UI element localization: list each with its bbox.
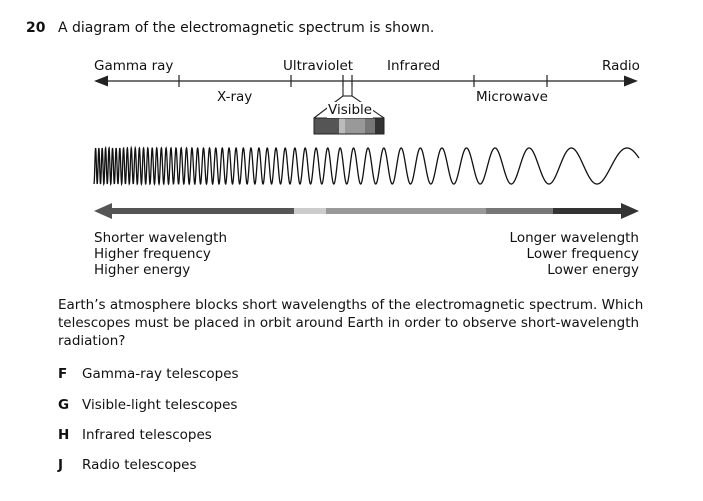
choice-text: Visible-light telescopes bbox=[82, 397, 238, 413]
choice-letter: H bbox=[58, 427, 70, 443]
left-desc-frequency: Higher frequency bbox=[94, 246, 211, 262]
question-stem: A diagram of the electromagnetic spectru… bbox=[58, 20, 435, 36]
choice-letter: G bbox=[58, 397, 70, 413]
visible-callout bbox=[313, 87, 385, 135]
question-passage: Earth’s atmosphere blocks short waveleng… bbox=[58, 297, 644, 349]
right-desc-energy: Lower energy bbox=[547, 262, 639, 278]
choice-text: Radio telescopes bbox=[82, 457, 197, 473]
choice-f[interactable]: F Gamma-ray telescopes bbox=[58, 366, 239, 382]
choice-j[interactable]: J Radio telescopes bbox=[58, 457, 197, 473]
scale-arrow-left-head bbox=[94, 75, 108, 87]
choice-text: Gamma-ray telescopes bbox=[82, 366, 239, 382]
choice-h[interactable]: H Infrared telescopes bbox=[58, 427, 212, 443]
visible-color-bar bbox=[313, 117, 385, 135]
question-number: 20 bbox=[26, 20, 46, 36]
label-infrared: Infrared bbox=[387, 58, 441, 74]
left-desc-wavelength: Shorter wavelength bbox=[94, 230, 228, 246]
choice-letter: J bbox=[58, 457, 64, 473]
energy-arrow-right-head bbox=[621, 203, 639, 219]
label-visible: Visible bbox=[327, 102, 374, 118]
energy-arrow-left-head bbox=[94, 203, 112, 219]
choice-text: Infrared telescopes bbox=[82, 427, 212, 443]
scale-arrow bbox=[94, 75, 638, 87]
left-desc-energy: Higher energy bbox=[94, 262, 191, 278]
scale-arrow-right-head bbox=[624, 75, 638, 87]
choice-g[interactable]: G Visible-light telescopes bbox=[58, 397, 237, 413]
right-desc-wavelength: Longer wavelength bbox=[509, 230, 639, 246]
energy-arrow bbox=[94, 203, 639, 219]
label-gamma-ray: Gamma ray bbox=[94, 58, 174, 74]
wave-illustration bbox=[93, 145, 640, 187]
choice-letter: F bbox=[58, 366, 68, 382]
label-microwave: Microwave bbox=[476, 89, 548, 105]
right-desc-frequency: Lower frequency bbox=[526, 246, 639, 262]
label-radio: Radio bbox=[602, 58, 640, 74]
label-x-ray: X-ray bbox=[217, 89, 253, 105]
label-ultraviolet: Ultraviolet bbox=[283, 58, 354, 74]
